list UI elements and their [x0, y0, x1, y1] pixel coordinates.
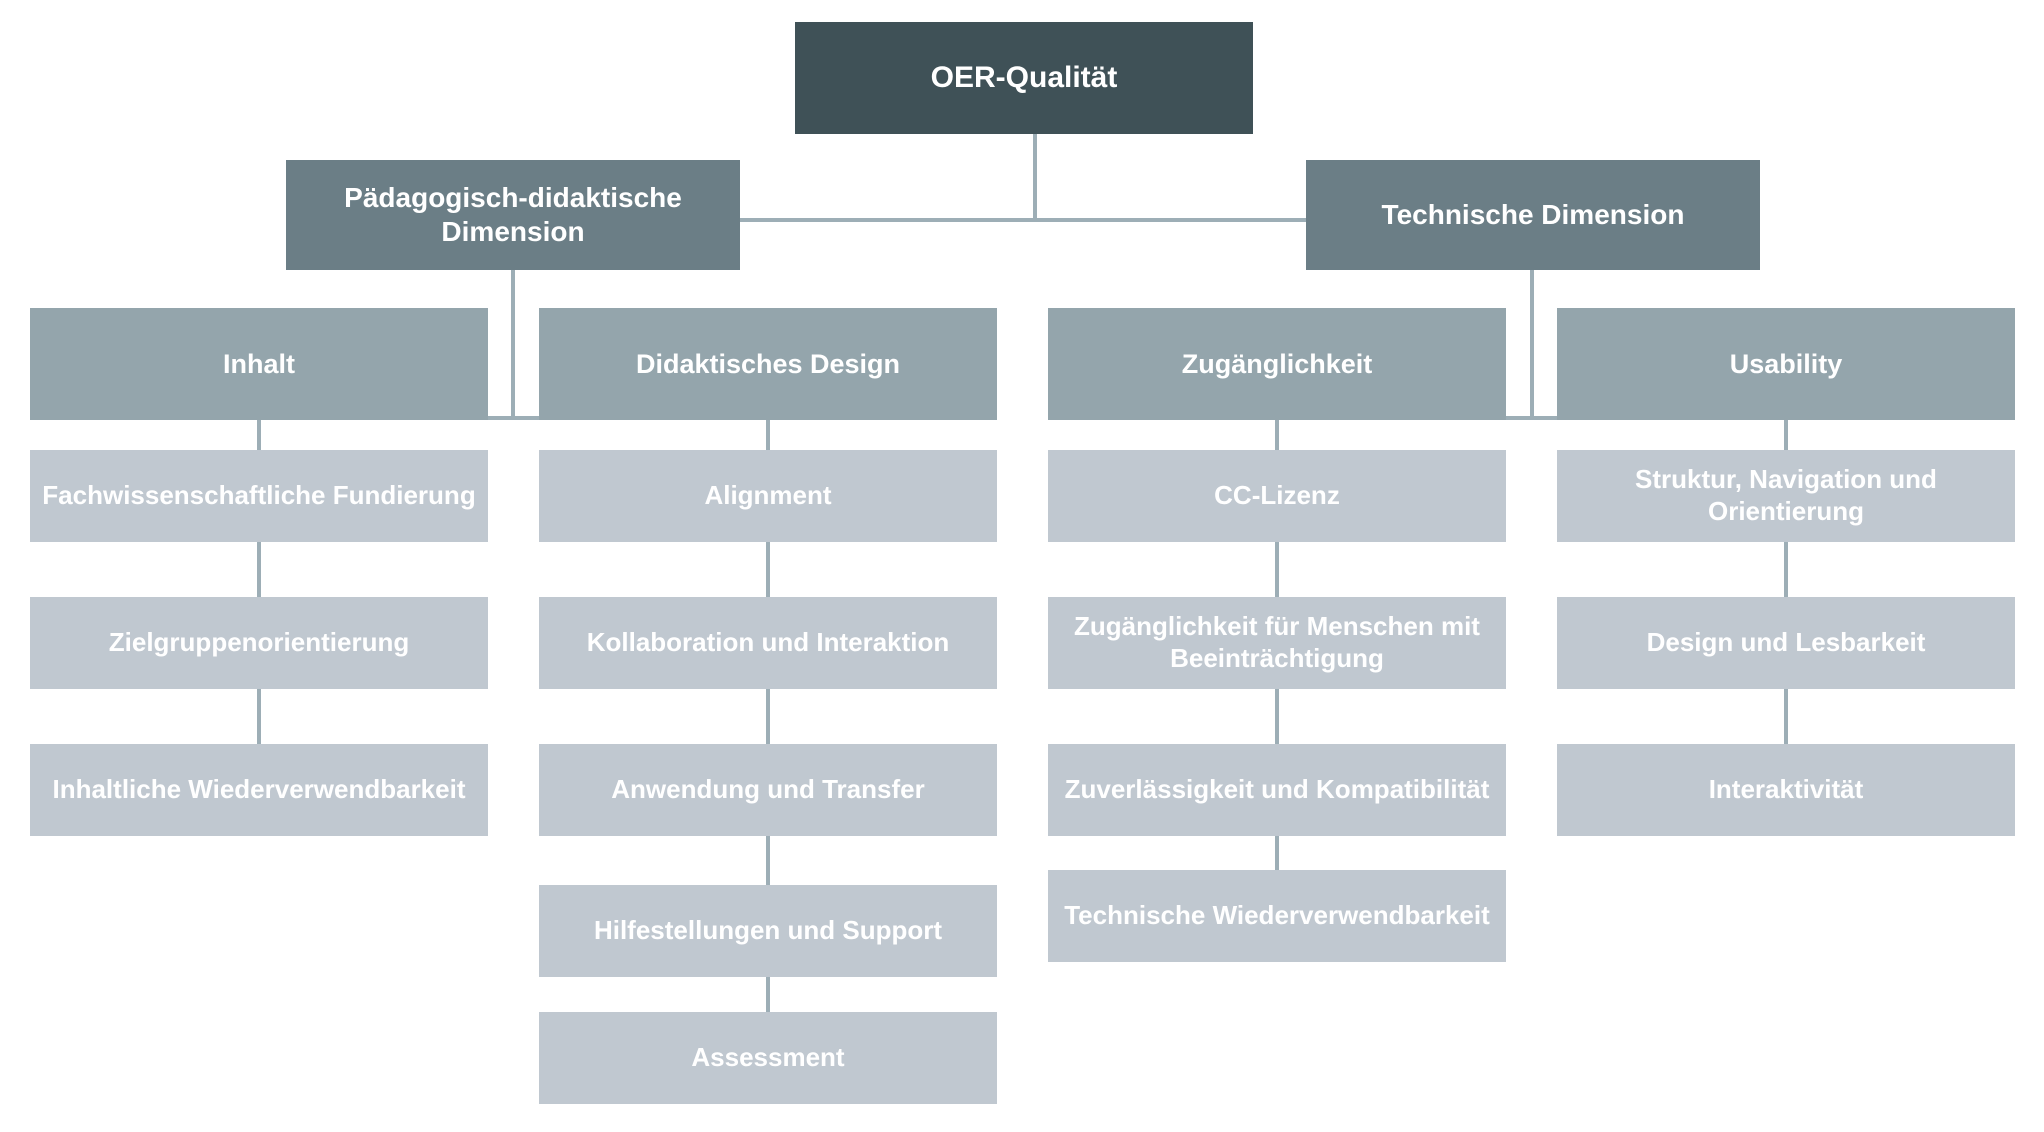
node-label: Technische Dimension [1381, 198, 1685, 230]
node-label: Design und Lesbarkeit [1646, 627, 1926, 658]
node-leaf-kollaboration-und-interaktion[interactable]: Kollaboration und Interaktion [539, 597, 997, 689]
node-label: Usability [1729, 348, 1843, 379]
node-label: Alignment [704, 480, 832, 511]
node-leaf-fachwissenschaftliche-fundierung[interactable]: Fachwissenschaftliche Fundierung [30, 450, 488, 542]
node-label: Kollaboration und Interaktion [586, 627, 950, 658]
node-label: Zuverlässigkeit und Kompatibilität [1064, 774, 1490, 805]
node-label: Fachwissenschaftliche Fundierung [42, 480, 476, 511]
connector-technical-category-bus [1275, 416, 1784, 420]
node-label: Didaktisches Design [635, 348, 901, 379]
connector-pedagogic-category-bus [257, 416, 766, 420]
connector-pedagogic-stem [511, 270, 515, 420]
node-leaf-alignment[interactable]: Alignment [539, 450, 997, 542]
node-label: Interaktivität [1708, 774, 1864, 805]
node-leaf-zugaenglichkeit-fuer-menschen-mit-beeintraechtigung[interactable]: Zugänglichkeit für Menschen mit Beeinträ… [1048, 597, 1506, 689]
node-label: Hilfestellungen und Support [593, 915, 943, 946]
node-dimension-paedagogisch-didaktische[interactable]: Pädagogisch-didaktische Dimension [286, 160, 740, 270]
node-leaf-anwendung-und-transfer[interactable]: Anwendung und Transfer [539, 744, 997, 836]
node-leaf-struktur-navigation-und-orientierung[interactable]: Struktur, Navigation und Orientierung [1557, 450, 2015, 542]
node-label: Pädagogisch-didaktische Dimension [344, 181, 682, 247]
node-leaf-interaktivitaet[interactable]: Interaktivität [1557, 744, 2015, 836]
node-leaf-hilfestellungen-und-support[interactable]: Hilfestellungen und Support [539, 885, 997, 977]
node-category-usability[interactable]: Usability [1557, 308, 2015, 420]
node-leaf-inhaltliche-wiederverwendbarkeit[interactable]: Inhaltliche Wiederverwendbarkeit [30, 744, 488, 836]
node-leaf-zuverlaessigkeit-und-kompatibilitaet[interactable]: Zuverlässigkeit und Kompatibilität [1048, 744, 1506, 836]
node-label: Inhalt [223, 348, 295, 379]
node-category-inhalt[interactable]: Inhalt [30, 308, 488, 420]
node-root-oer-qualitaet[interactable]: OER-Qualität [795, 22, 1253, 134]
node-category-didaktisches-design[interactable]: Didaktisches Design [539, 308, 997, 420]
node-label: Struktur, Navigation und Orientierung [1635, 464, 1937, 526]
connector-col3-chain [1275, 420, 1279, 962]
node-label: Zielgruppenorientierung [108, 627, 410, 658]
node-category-zugaenglichkeit[interactable]: Zugänglichkeit [1048, 308, 1506, 420]
node-dimension-technische[interactable]: Technische Dimension [1306, 160, 1760, 270]
node-leaf-technische-wiederverwendbarkeit[interactable]: Technische Wiederverwendbarkeit [1048, 870, 1506, 962]
node-label: Anwendung und Transfer [611, 774, 925, 805]
node-leaf-design-und-lesbarkeit[interactable]: Design und Lesbarkeit [1557, 597, 2015, 689]
node-label: Technische Wiederverwendbarkeit [1064, 900, 1490, 931]
node-label: Inhaltliche Wiederverwendbarkeit [52, 774, 466, 805]
node-leaf-cc-lizenz[interactable]: CC-Lizenz [1048, 450, 1506, 542]
node-leaf-zielgruppenorientierung[interactable]: Zielgruppenorientierung [30, 597, 488, 689]
node-label: CC-Lizenz [1214, 480, 1340, 511]
node-leaf-assessment[interactable]: Assessment [539, 1012, 997, 1104]
node-label: Zugänglichkeit für Menschen mit Beeinträ… [1074, 611, 1480, 673]
connector-root-stem [1033, 134, 1037, 220]
node-label: Assessment [691, 1042, 845, 1073]
node-label: Zugänglichkeit [1181, 348, 1373, 379]
connector-dimension-bus [740, 218, 1306, 222]
node-label: OER-Qualität [930, 60, 1118, 94]
connector-technical-stem [1530, 270, 1534, 420]
